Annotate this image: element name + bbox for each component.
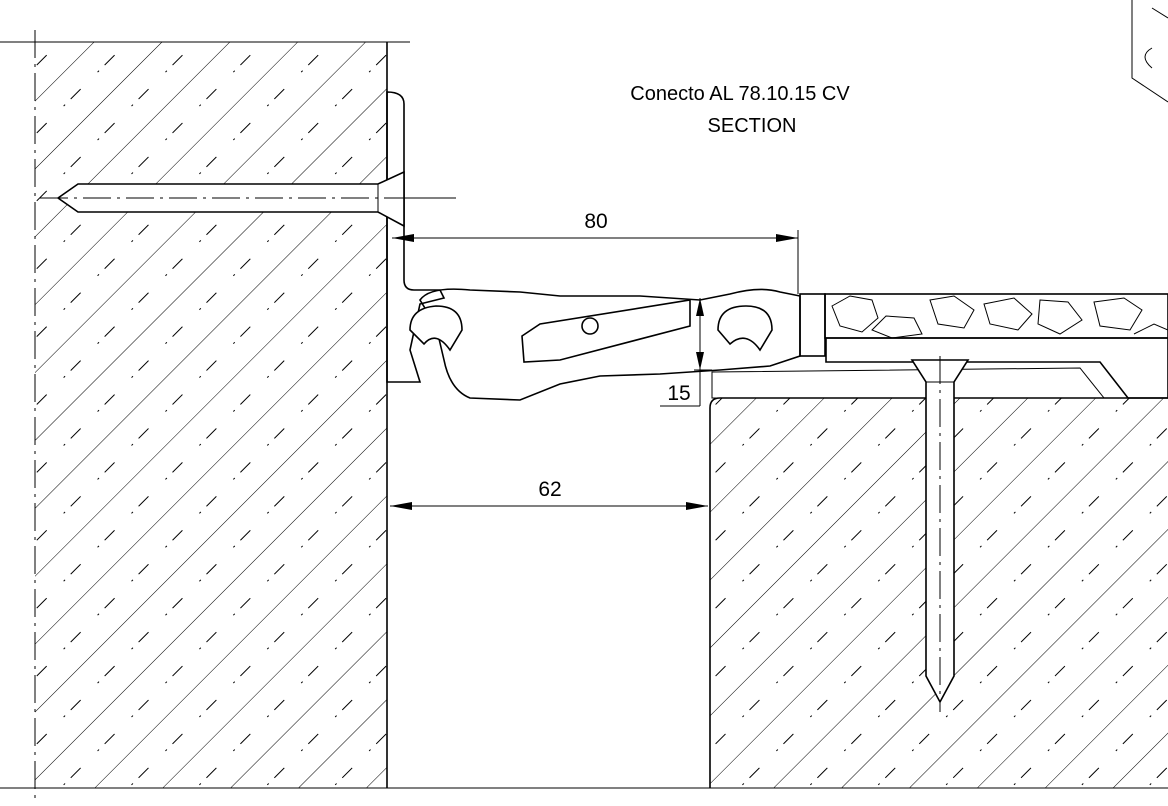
title-line-1: Conecto AL 78.10.15 CV xyxy=(630,83,850,105)
wall-screw xyxy=(40,170,456,228)
floor-screw xyxy=(910,356,970,712)
dimension-gap-width: 62 xyxy=(390,478,708,510)
dimension-top-width-label: 80 xyxy=(584,210,607,233)
left-wall xyxy=(0,30,1168,800)
joint-insert xyxy=(409,288,801,401)
title-line-2: SECTION xyxy=(708,115,797,137)
dimension-profile-height: 15 xyxy=(660,298,712,407)
dimension-gap-width-label: 62 xyxy=(538,478,561,501)
wall-profile xyxy=(386,91,446,383)
dimension-profile-height-label: 15 xyxy=(667,382,690,405)
floor-covering xyxy=(799,293,1168,399)
detail-hint xyxy=(1131,0,1168,103)
dimension-top-width: 80 xyxy=(392,210,799,294)
drawing-title: Conecto AL 78.10.15 CV SECTION xyxy=(630,83,850,137)
mortar-bed xyxy=(711,367,1106,399)
